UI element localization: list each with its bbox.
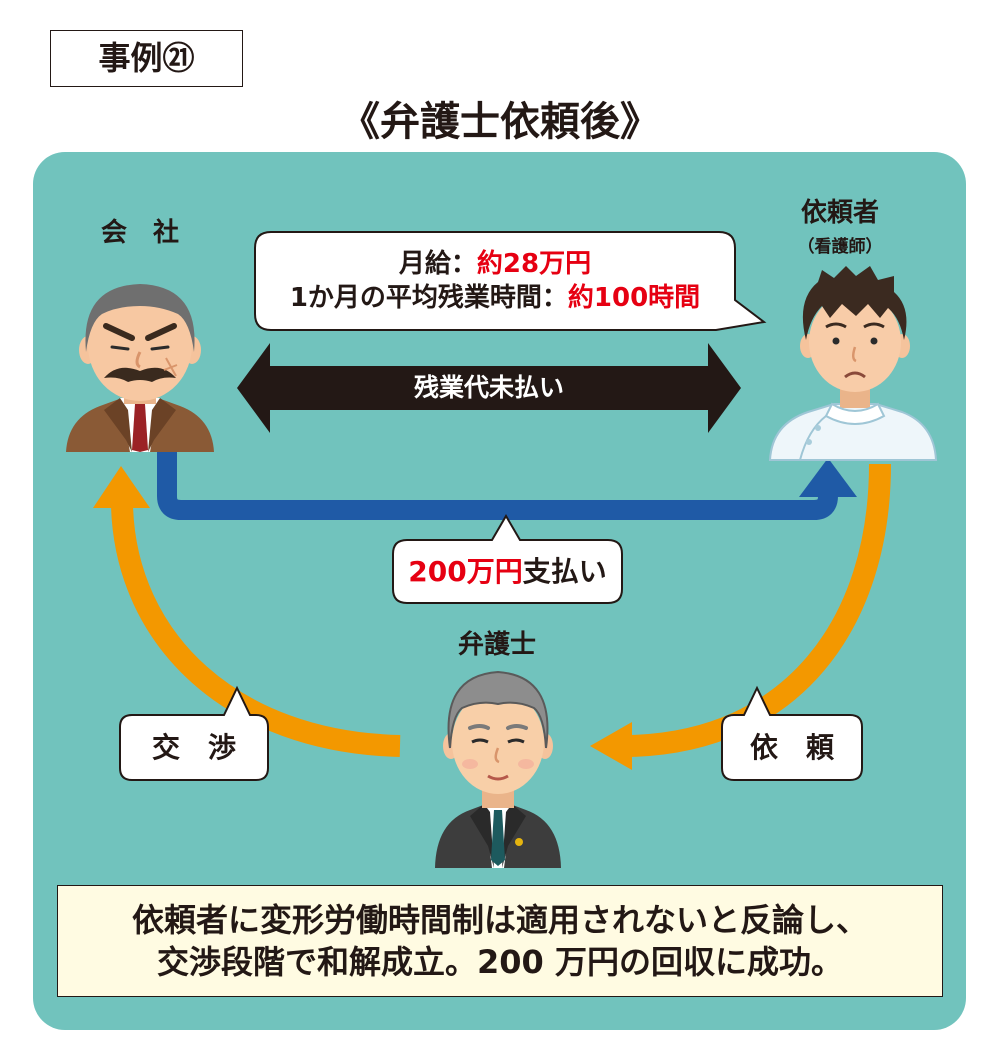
client-uniform: [768, 403, 938, 461]
lawyer-cheek-right: [518, 759, 534, 769]
payment-speech-bubble: [392, 514, 623, 604]
conditions-speech-bubble: [254, 231, 767, 331]
company-eye-right: [150, 345, 170, 351]
company-lapel-right: [148, 398, 176, 452]
company-eye-left: [110, 345, 130, 351]
lawyer-hair: [447, 670, 549, 749]
company-label: 会 社: [100, 218, 179, 248]
overtime-label: 1か月の平均残業時間：: [289, 283, 568, 313]
case-number-label: 事例㉑: [50, 30, 243, 87]
company-brow-left: [103, 323, 135, 341]
lawyer-tie: [491, 810, 505, 866]
dispute-double-arrow: [237, 343, 741, 433]
lawyer-brow-right: [506, 724, 528, 730]
client-uniform-seam: [799, 415, 827, 461]
client-button-1: [815, 425, 821, 431]
lawyer-lapel-right: [502, 804, 526, 868]
negotiation-speech-bubble: [119, 685, 269, 781]
company-nose: [135, 351, 142, 369]
summary-line-2: 交渉段階で和解成立。200 万円の回収に成功。: [157, 943, 843, 981]
client-collar: [824, 402, 886, 425]
client-button-2: [806, 439, 812, 445]
request-arrow-line: [629, 463, 891, 757]
lawyer-brow-left: [468, 724, 490, 730]
page-title: 《弁護士依頼後》: [340, 99, 660, 145]
negotiation-arrow-head: [93, 466, 150, 508]
lawyer-eye-left: [471, 738, 489, 744]
overtime-value: 約100時間: [567, 283, 701, 313]
payment-label: 支払い: [522, 555, 607, 588]
request-speech-bubble: [721, 685, 863, 781]
negotiation-bubble-text: 交 渉: [151, 731, 236, 764]
negotiation-arrow-line: [111, 505, 401, 757]
company-tie: [132, 404, 148, 452]
lawyer-nose: [494, 747, 500, 764]
company-mustache: [104, 367, 176, 382]
lawyer-label: 弁護士: [457, 630, 536, 660]
lawyer-cheek-left: [462, 759, 478, 769]
client-hair: [802, 266, 907, 340]
client-brow-left: [825, 322, 847, 329]
company-lapel-left: [104, 398, 132, 452]
overtime-line: 1か月の平均残業時間：約100時間: [255, 281, 735, 315]
client-eye-right: [870, 337, 878, 345]
company-president-illustration: [66, 284, 214, 452]
client-nose: [852, 346, 857, 363]
request-arrow-head: [590, 722, 632, 770]
salary-value: 約28万円: [476, 249, 592, 279]
client-eye-left: [832, 337, 840, 345]
payment-arrow-line: [157, 452, 838, 520]
payment-bubble-text: 200万円支払い: [393, 553, 622, 591]
summary-line-1: 依頼者に変形労働時間制は適用されないと反論し、: [131, 901, 868, 939]
lawyer-illustration: [435, 670, 561, 868]
lawyer-face: [452, 690, 544, 794]
lawyer-mouth: [487, 774, 509, 781]
client-brow-right: [863, 322, 885, 329]
salary-label: 月給：: [398, 249, 477, 279]
client-sublabel: （看護師）: [797, 237, 883, 257]
request-bubble-text: 依 頼: [749, 731, 834, 764]
lawyer-badge: [515, 838, 523, 846]
client-face: [809, 292, 901, 392]
nurse-client-illustration: [768, 266, 938, 461]
company-hair: [85, 284, 195, 352]
summary-box: 依頼者に変形労働時間制は適用されないと反論し、 交渉段階で和解成立。200 万円…: [57, 885, 943, 997]
client-mouth: [844, 371, 866, 379]
company-scar: [163, 357, 178, 377]
lawyer-eye-right: [507, 738, 525, 744]
payment-amount: 200万円: [408, 555, 523, 588]
company-brow-right: [145, 323, 177, 341]
client-label: 依頼者: [800, 198, 879, 228]
dispute-arrow-label: 残業代未払い: [413, 373, 564, 402]
lawyer-lapel-left: [470, 804, 494, 868]
payment-arrow-head: [799, 458, 857, 497]
salary-line: 月給：約28万円: [255, 247, 735, 281]
